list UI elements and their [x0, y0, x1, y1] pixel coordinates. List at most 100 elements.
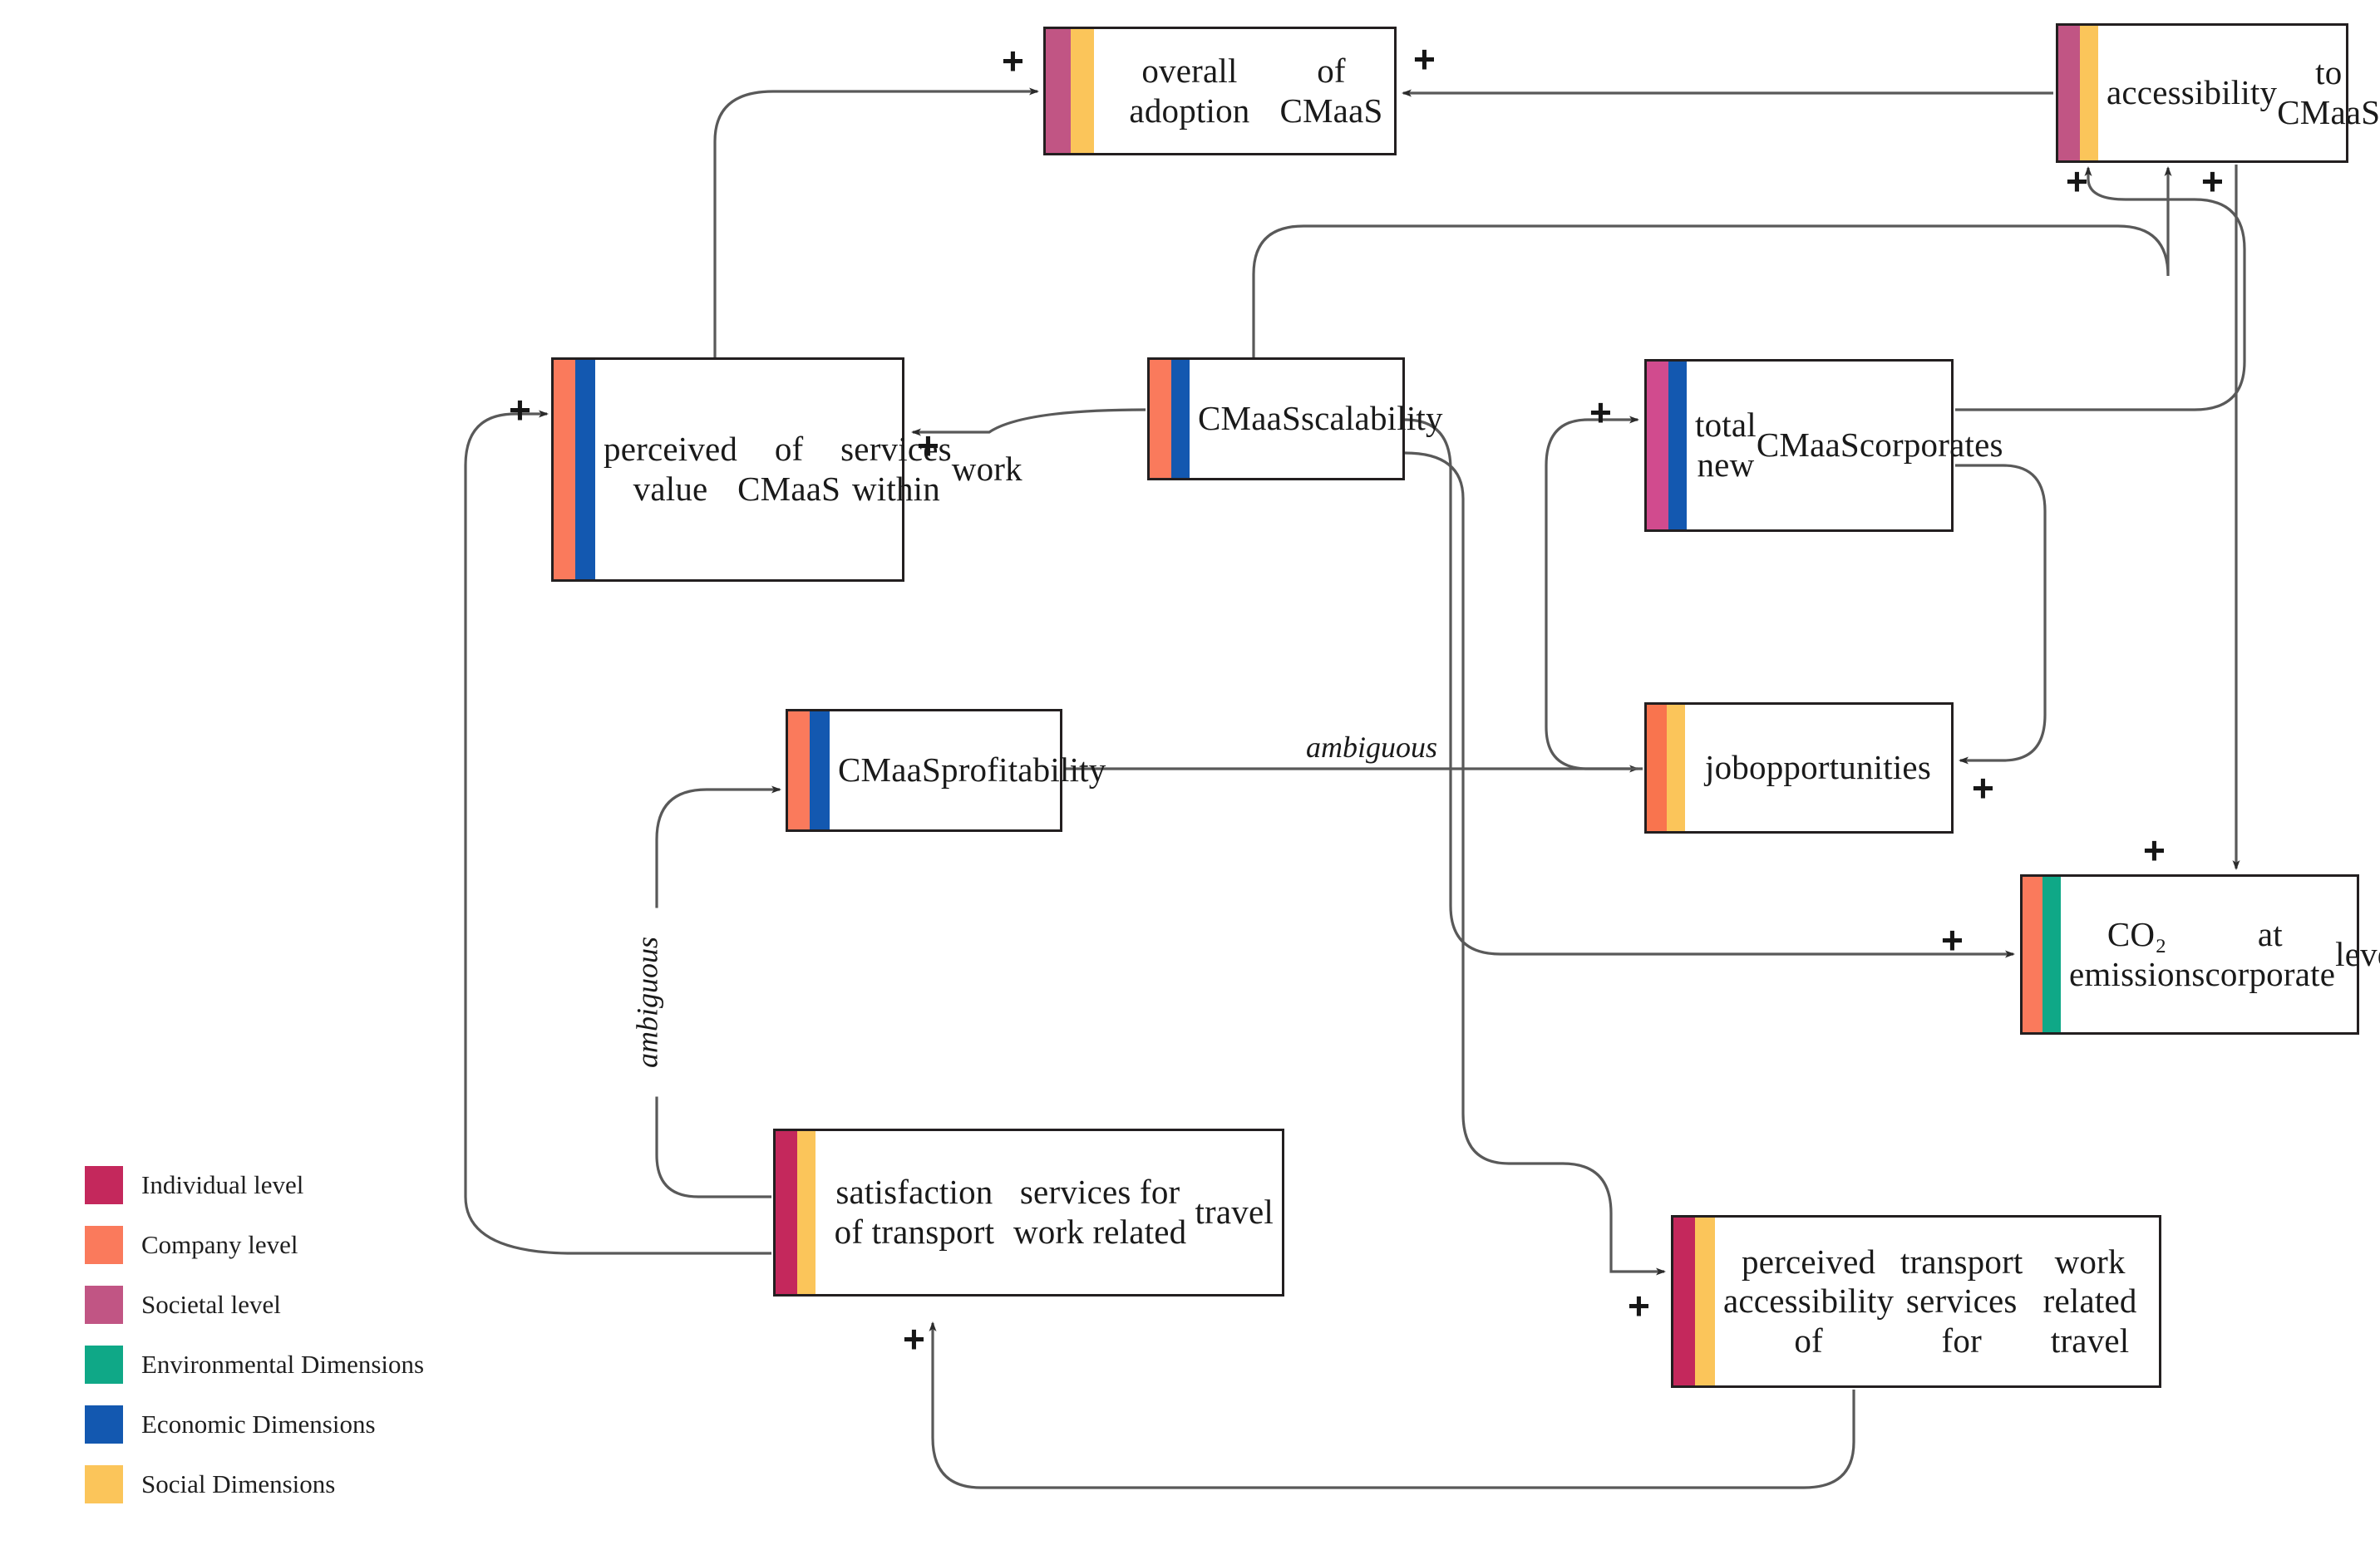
legend-item-individual: Individual level [85, 1155, 424, 1215]
node-co2-emissions[interactable]: CO₂ emissions at corporate level [2020, 874, 2380, 1035]
edge-perceived-accessibility-to-satisfaction [929, 1321, 1855, 1489]
edge-cmaas-scalability-to-co2 [1404, 418, 2015, 958]
node-perceived-accessibility[interactable]: perceived accessibility of transport ser… [1671, 1215, 2161, 1388]
legend-label-societal: Societal level [141, 1290, 281, 1319]
node-text: perceived value [604, 430, 738, 508]
node-stripes [1046, 29, 1094, 153]
edge-total-new-corporates-to-accessibility [1955, 166, 2246, 411]
node-text: CMaaS [1198, 399, 1301, 438]
node-text: transport services for [1900, 1242, 2023, 1360]
legend-label-social: Social Dimensions [141, 1469, 336, 1498]
edge-satisfaction-to-cmaas-profitability [655, 785, 781, 1198]
node-text: travel [1195, 1193, 1274, 1232]
node-stripes [1673, 1218, 1715, 1385]
node-label-cmaas-scalability: CMaaS scalability [1190, 360, 1451, 478]
node-stripes [2058, 26, 2098, 160]
sign-accessibility-to-co2: + [2143, 829, 2166, 872]
edge-label-ambiguous-satisfaction-profitability: ambiguous [629, 908, 665, 1097]
legend-label-individual: Individual level [141, 1170, 304, 1199]
node-text: of CMaaS [1279, 51, 1383, 130]
node-stripes [776, 1131, 816, 1294]
node-label-job-opportunities: job opportunities [1685, 705, 1951, 831]
node-stripes [1647, 705, 1685, 831]
stripe-environmental [2042, 877, 2061, 1032]
stripe-social [2080, 26, 2098, 160]
node-job-opportunities[interactable]: job opportunities [1644, 702, 1954, 834]
sign-accessibility-to-overall-adoption: + [1413, 37, 1436, 81]
sign-cmaas-scalability-to-accessibility: + [2201, 160, 2224, 203]
node-text: perceived accessibility of [1723, 1242, 1895, 1360]
node-text: work related travel [2042, 1242, 2137, 1360]
node-text: accessibility [2107, 73, 2278, 112]
edge-cmaas-scalability-to-perceived-value [911, 408, 1146, 436]
edge-cmaas-scalability-to-perceived-accessibility [1404, 451, 1666, 1276]
sign-total-new-corporates-to-accessibility: + [2066, 160, 2088, 203]
node-label-co2-emissions: CO₂ emissions at corporate level [2061, 877, 2380, 1032]
node-cmaas-profitability[interactable]: CMaaS profitability [786, 709, 1106, 832]
stripe-social [1071, 29, 1094, 153]
edge-satisfaction-to-perceived-value [464, 410, 771, 1255]
node-text: scalability [1301, 399, 1443, 438]
stripe-company [788, 711, 810, 829]
node-text: satisfaction of transport [834, 1173, 995, 1251]
edge-perceived-value-to-overall-adoption [713, 87, 1039, 357]
stripe-societal [2058, 26, 2080, 160]
legend-swatch-environmental [85, 1346, 123, 1384]
stripe-social [1695, 1218, 1715, 1385]
node-stripes [788, 711, 830, 829]
stripe-economic [575, 360, 595, 579]
node-label-accessibility-to-cmaas: accessibility to CMaaS [2098, 26, 2380, 160]
node-text: services within [840, 430, 952, 508]
node-perceived-value[interactable]: perceived value of CMaaS services within… [551, 357, 1022, 582]
node-label-perceived-value: perceived value of CMaaS services within… [595, 360, 1031, 579]
sign-cmaas-scalability-to-perceived-accessibility: + [1628, 1284, 1650, 1327]
node-satisfaction-transport[interactable]: satisfaction of transport services for w… [773, 1129, 1284, 1297]
node-text: level [2335, 934, 2380, 973]
node-text: profitability [941, 750, 1106, 790]
stripe-company [1150, 360, 1171, 478]
node-text: CO₂ emissions [2069, 914, 2205, 993]
sign-satisfaction-to-perceived-value: + [509, 388, 531, 431]
node-total-new-corporates[interactable]: total new CMaaS corporates [1644, 359, 2003, 532]
edge-job-opportunities-to-total-new-corporates [1545, 416, 1643, 770]
node-text: of CMaaS [737, 430, 841, 508]
stripe-company [2023, 877, 2042, 1032]
stripe-economic [1668, 362, 1687, 529]
node-label-total-new-corporates: total new CMaaS corporates [1687, 362, 2012, 529]
legend-label-economic: Economic Dimensions [141, 1410, 376, 1439]
sign-perceived-accessibility-to-satisfaction: + [903, 1317, 925, 1360]
node-text: overall adoption [1129, 51, 1250, 130]
node-text: services for work related [1013, 1173, 1187, 1251]
stripe-economic [810, 711, 830, 829]
legend-item-company: Company level [85, 1215, 424, 1275]
sign-job-opportunities-to-total-new-corporates: + [1589, 391, 1612, 434]
node-overall-adoption[interactable]: overall adoption of CMaaS [1043, 27, 1397, 155]
sign-cmaas-scalability-to-perceived-value: + [917, 424, 939, 467]
legend-item-economic: Economic Dimensions [85, 1395, 424, 1454]
node-stripes [2023, 877, 2061, 1032]
node-label-satisfaction-transport: satisfaction of transport services for w… [816, 1131, 1282, 1294]
node-label-overall-adoption: overall adoption of CMaaS [1094, 29, 1394, 153]
node-text: corporates [1859, 426, 2003, 465]
node-label-cmaas-profitability: CMaaS profitability [830, 711, 1114, 829]
sign-perceived-value-to-overall-adoption: + [1002, 39, 1024, 82]
edge-cmaas-scalability-to-accessibility [1252, 166, 2172, 357]
stripe-societal [1046, 29, 1071, 153]
stripe-company [1647, 705, 1667, 831]
stripe-societal [1647, 362, 1668, 529]
node-text: CMaaS [838, 750, 941, 790]
node-text: total new [1695, 406, 1757, 484]
legend-swatch-social [85, 1465, 123, 1503]
node-text: work [951, 450, 1022, 489]
legend-swatch-economic [85, 1405, 123, 1444]
node-text: CMaaS [1756, 426, 1860, 465]
node-stripes [1647, 362, 1687, 529]
node-accessibility-to-cmaas[interactable]: accessibility to CMaaS [2056, 23, 2380, 163]
legend-swatch-company [85, 1226, 123, 1264]
node-text: job [1705, 748, 1749, 787]
legend-item-societal: Societal level [85, 1275, 424, 1335]
legend-item-social: Social Dimensions [85, 1454, 424, 1514]
node-cmaas-scalability[interactable]: CMaaS scalability [1147, 357, 1443, 480]
